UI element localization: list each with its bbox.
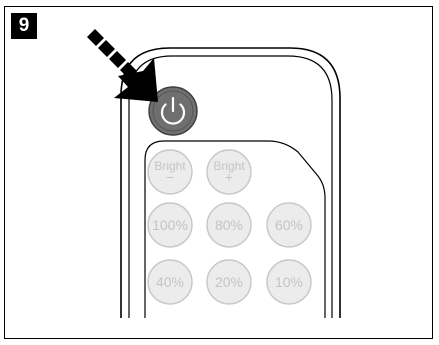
remote-button-label: − [166, 169, 174, 185]
remote-button-1[interactable]: Bright− [147, 149, 193, 195]
remote-button-3[interactable]: 100% [147, 202, 193, 248]
remote-button-label: Bright [154, 159, 186, 173]
remote-button-label: 10% [275, 274, 303, 290]
remote-button-circle [266, 202, 312, 248]
remote-button-5[interactable]: 60% [266, 202, 312, 248]
remote-button-8[interactable]: 10% [266, 259, 312, 305]
remote-button-circle [206, 202, 252, 248]
remote-button-circle [206, 259, 252, 305]
pointing-arrow [87, 29, 158, 102]
remote-button-label: 40% [156, 274, 184, 290]
remote-button-circle [147, 202, 193, 248]
remote-button-circle [147, 259, 193, 305]
remote-button-label: 100% [152, 217, 188, 233]
button-grid: Bright−Bright+100%80%60%40%20%10% [147, 149, 312, 305]
remote-button-circle [206, 149, 252, 195]
diagram-frame [4, 6, 433, 339]
button-panel [144, 140, 326, 318]
step-number-badge: 9 [11, 13, 37, 39]
remote-button-circle [266, 259, 312, 305]
remote-button-label: + [225, 169, 233, 185]
remote-button-6[interactable]: 40% [147, 259, 193, 305]
remote-button-label: 20% [215, 274, 243, 290]
power-button[interactable] [148, 86, 198, 136]
remote-button-4[interactable]: 80% [206, 202, 252, 248]
remote-button-label: Bright [213, 159, 245, 173]
remote-button-circle [147, 149, 193, 195]
remote-button-label: 60% [275, 217, 303, 233]
remote-button-2[interactable]: Bright+ [206, 149, 252, 195]
power-icon [160, 96, 186, 125]
remote-button-7[interactable]: 20% [206, 259, 252, 305]
remote-button-label: 80% [215, 217, 243, 233]
